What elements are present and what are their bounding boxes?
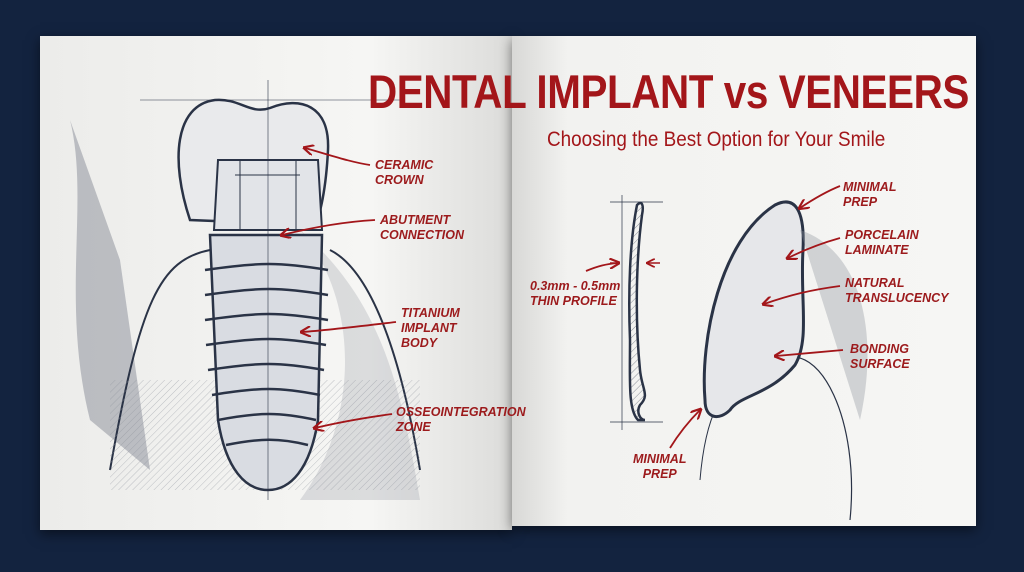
page-title: DENTAL IMPLANT vs VENEERS	[368, 65, 969, 118]
label-line: Translucency	[845, 291, 949, 305]
label-abutment-connection: AbutmentConnection	[380, 213, 464, 243]
label-line: Crown	[375, 173, 424, 187]
label-line: 0.3mm - 0.5mm	[530, 279, 621, 293]
label-natural-translucency: NaturalTranslucency	[845, 276, 948, 306]
label-thin-profile: 0.3mm - 0.5mmThin Profile	[530, 279, 620, 309]
label-line: Minimal	[633, 452, 687, 466]
label-line: Implant	[401, 321, 457, 335]
label-ceramic-crown: CeramicCrown	[375, 158, 433, 188]
label-line: Prep	[843, 195, 878, 209]
label-bonding-surface: BondingSurface	[850, 342, 910, 372]
label-line: Surface	[850, 357, 910, 371]
label-line: Ceramic	[375, 158, 434, 172]
label-line: Porcelain	[845, 228, 919, 242]
label-line: Laminate	[845, 243, 909, 257]
callout-arrows	[282, 148, 844, 449]
label-porcelain-laminate: PorcelainLaminate	[845, 228, 919, 258]
label-line: Osseointegration	[396, 405, 526, 419]
label-minimal-prep-bottom: MinimalPrep	[633, 452, 686, 482]
label-line: Thin Profile	[530, 294, 617, 308]
veneer-drawing	[610, 195, 868, 521]
label-line: Minimal	[843, 180, 897, 194]
label-minimal-prep-top: MinimalPrep	[843, 180, 896, 210]
label-line: Zone	[396, 420, 431, 434]
implant-drawing	[70, 80, 421, 500]
label-line: Natural	[845, 276, 905, 290]
label-line: Connection	[380, 228, 465, 242]
label-osseointegration-zone: OsseointegrationZone	[396, 405, 526, 435]
label-titanium-implant-body: TitaniumImplantBody	[401, 306, 460, 351]
label-line: Abutment	[380, 213, 451, 227]
page-subtitle: Choosing the Best Option for Your Smile	[547, 128, 886, 151]
label-line: Bonding	[850, 342, 910, 356]
label-line: Body	[401, 336, 438, 350]
label-line: Titanium	[401, 306, 460, 320]
label-line: Prep	[642, 467, 677, 481]
